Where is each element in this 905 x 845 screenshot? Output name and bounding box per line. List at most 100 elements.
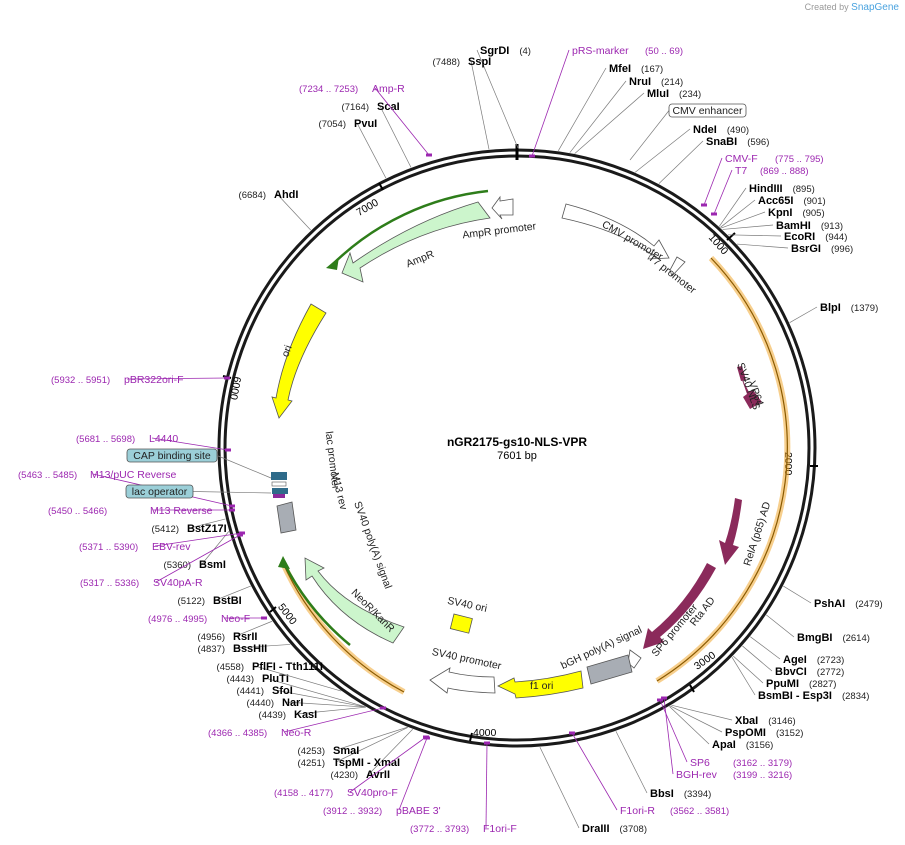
enzyme-position: (3146) [768, 716, 795, 727]
enzyme-name: BsmBI - Esp3I [758, 690, 832, 702]
primer-range: (3199 .. 3216) [733, 770, 792, 781]
enzyme-leader [254, 665, 342, 692]
enzyme-position: (4837) [198, 644, 225, 655]
enzyme-leader [557, 67, 607, 152]
primer-range: (3912 .. 3932) [323, 806, 382, 817]
enzyme-name: BstBI [213, 595, 242, 607]
enzyme-leader [670, 705, 723, 733]
enzyme-name: BamHI [776, 220, 811, 232]
enzyme-position: (596) [747, 137, 769, 148]
enzyme-position: (3708) [620, 824, 647, 835]
enzyme-name: Acc65I [758, 195, 793, 207]
feature-lac-promoter [271, 472, 287, 480]
primer-range: (7234 .. 7253) [299, 84, 358, 95]
primer-leader [374, 87, 430, 156]
primer-mark [237, 533, 243, 537]
feature-bgh [586, 654, 633, 685]
enzyme-position: (4956) [198, 632, 225, 643]
primer-range: (3162 .. 3179) [733, 758, 792, 769]
primer-range: (4366 .. 4385) [208, 728, 267, 739]
enzyme-position: (4440) [247, 698, 274, 709]
enzyme-leader [722, 224, 774, 230]
primer-mark [224, 376, 230, 380]
label-t7-promoter: T7 promoter [646, 252, 699, 297]
primer-name: pRS-marker [572, 45, 629, 57]
enzyme-name: PluTI [262, 673, 289, 685]
feature-vp64 [741, 377, 762, 409]
credit-prefix: Created by [804, 2, 849, 12]
boxed-leader [216, 455, 272, 479]
enzyme-name: BbsI [650, 788, 674, 800]
primer-mark [423, 735, 429, 739]
enzyme-leader [732, 655, 764, 684]
feature-ampr-promoter [491, 195, 514, 220]
enzyme-position: (944) [825, 232, 847, 243]
primer-mark [569, 731, 575, 735]
enzyme-leader [274, 689, 366, 708]
primer-leader [571, 732, 618, 811]
primer-mark [225, 448, 231, 452]
primer-range: (5932 .. 5951) [51, 375, 110, 386]
enzyme-position: (4441) [237, 686, 264, 697]
boxed-feature-label: CMV enhancer [672, 105, 743, 117]
enzyme-name: KasI [294, 709, 317, 721]
enzyme-leader [569, 80, 627, 153]
enzyme-position: (4251) [298, 758, 325, 769]
enzyme-leader [635, 128, 691, 173]
primer-range: (3562 .. 3581) [670, 806, 729, 817]
enzyme-name: AvrII [366, 769, 390, 781]
enzyme-leader [215, 585, 251, 601]
site-labels: SgrDI(4)SspI(7488)MfeI(167)NruI(214)MluI… [18, 45, 883, 835]
enzyme-name: BsrGI [791, 243, 821, 255]
enzyme-position: (3152) [776, 728, 803, 739]
primer-name: L4440 [149, 433, 178, 445]
enzyme-leader [264, 677, 366, 708]
boxed-feature-box [668, 103, 747, 118]
enzyme-position: (214) [661, 77, 683, 88]
enzyme-position: (1379) [851, 303, 878, 314]
enzyme-position: (2834) [842, 691, 869, 702]
primer-leader [531, 49, 570, 157]
enzyme-leader [235, 644, 291, 649]
primer-mark [380, 706, 386, 710]
feature-sv40-ori [449, 613, 473, 634]
primer-mark [701, 203, 707, 207]
plasmid-length: 7601 bp [497, 450, 537, 462]
boxed-leader [629, 110, 670, 161]
enzyme-name: RsrII [233, 631, 257, 643]
enzyme-name: NarI [282, 697, 303, 709]
primer-name: Neo-R [281, 727, 312, 739]
enzyme-position: (913) [821, 221, 843, 232]
enzyme-leader [379, 105, 412, 168]
label-rela: RelA (p65) AD [741, 500, 773, 567]
label-sv40-ori: SV40 ori [446, 595, 488, 615]
boxed-feature-box [125, 484, 194, 499]
primer-name: BGH-rev [676, 769, 718, 781]
enzyme-leader [335, 727, 408, 763]
enzyme-leader [615, 731, 648, 794]
primer-name: Neo-F [221, 613, 250, 625]
enzyme-leader [368, 729, 413, 775]
primer-name: F1ori-R [620, 805, 655, 817]
enzyme-name: PspOMI [725, 727, 766, 739]
enzyme-position: (4558) [217, 662, 244, 673]
plasmid-name: nGR2175-gs10-NLS-VPR [447, 435, 587, 449]
enzyme-leader [731, 657, 756, 696]
enzyme-leader [720, 199, 756, 228]
enzyme-position: (4253) [298, 746, 325, 757]
label-lac-promoter: lac promoter [323, 431, 342, 491]
feature-sv40-promoter [429, 667, 496, 694]
primer-mark [239, 531, 245, 535]
enzyme-position: (4230) [331, 770, 358, 781]
feature-ori [271, 303, 327, 419]
label-ori: ori [279, 344, 294, 359]
primer-leader [703, 157, 723, 206]
tick-4000: 4000 [473, 727, 497, 739]
enzyme-position: (6684) [239, 190, 266, 201]
enzyme-leader [669, 706, 710, 745]
enzyme-position: (3156) [746, 740, 773, 751]
enzyme-name: MluI [647, 88, 669, 100]
feature-neokan [304, 557, 405, 644]
enzyme-leader [742, 645, 773, 672]
enzyme-name: ScaI [377, 101, 400, 113]
